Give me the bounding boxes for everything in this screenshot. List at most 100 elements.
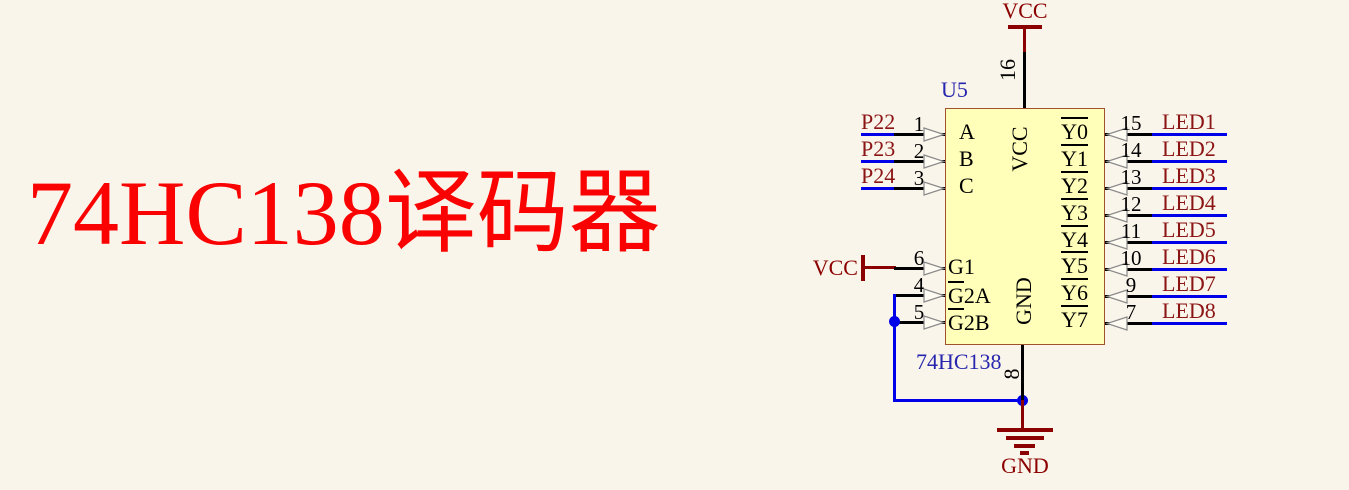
ground-symbol-icon — [1020, 451, 1029, 455]
vcc-left-power-bar-icon — [861, 255, 865, 281]
pin-2-number: 2 — [913, 139, 925, 163]
pin-6-number: 6 — [913, 246, 925, 270]
gnd-wire[interactable] — [1021, 400, 1024, 428]
pin-name-b: B — [959, 146, 974, 171]
pin-1-number: 1 — [913, 112, 925, 136]
pin-arrow-icon — [923, 154, 946, 169]
wire-enable-vertical[interactable] — [893, 294, 896, 402]
pin-name-y4: Y4 — [1061, 225, 1088, 252]
vcc-top-label[interactable]: VCC — [1002, 0, 1048, 23]
pin-4-wire[interactable] — [894, 294, 945, 297]
wire-enable-horizontal[interactable] — [893, 399, 1024, 402]
pin-16-wire[interactable] — [1023, 52, 1026, 108]
pin-12-number: 12 — [1120, 192, 1142, 216]
net-label-led5[interactable]: LED5 — [1162, 217, 1216, 242]
pin-12-wire[interactable] — [1105, 214, 1152, 217]
pin-arrow-icon — [1105, 289, 1128, 304]
pin-15-wire[interactable] — [1105, 133, 1152, 136]
pin-13-wire[interactable] — [1105, 187, 1152, 190]
schematic-title[interactable]: 74HC138译码器 — [27, 162, 661, 264]
pin-2-wire[interactable] — [894, 160, 945, 163]
pin-arrow-icon — [1105, 127, 1128, 142]
pin-9-number: 9 — [1125, 273, 1137, 297]
pin-9-wire[interactable] — [1105, 295, 1152, 298]
ground-symbol-icon — [1014, 444, 1035, 448]
wire-led3[interactable] — [1152, 187, 1227, 190]
wire-p22[interactable] — [861, 133, 896, 136]
vcc-left-label[interactable]: VCC — [812, 255, 858, 280]
pin-6-wire[interactable] — [894, 267, 945, 270]
wire-led7[interactable] — [1152, 295, 1227, 298]
vcc-top-wire[interactable] — [1023, 28, 1026, 53]
net-label-p22[interactable]: P22 — [861, 109, 896, 134]
wire-p24[interactable] — [861, 187, 896, 190]
vcc-left-wire[interactable] — [865, 266, 896, 269]
pin-11-wire[interactable] — [1105, 241, 1152, 244]
pin-10-wire[interactable] — [1105, 268, 1152, 271]
pin-name-vcc: VCC — [1007, 126, 1032, 172]
pin-15-number: 15 — [1120, 111, 1142, 135]
pin-16-number: 16 — [995, 59, 1020, 81]
wire-p23[interactable] — [861, 160, 896, 163]
pin-arrow-icon — [923, 315, 946, 330]
pin-name-y1: Y1 — [1061, 144, 1088, 171]
pin-name-y3: Y3 — [1061, 198, 1088, 225]
pin-name-y7: Y7 — [1061, 305, 1088, 332]
pin-3-number: 3 — [913, 166, 925, 190]
pin-arrow-icon — [1105, 181, 1128, 196]
pin-arrow-icon — [1105, 262, 1128, 277]
vcc-top-power-bar-icon — [1008, 25, 1042, 29]
ground-symbol-icon — [1006, 436, 1044, 440]
wire-led5[interactable] — [1152, 241, 1227, 244]
pin-10-number: 10 — [1120, 246, 1142, 270]
pin-arrow-icon — [1105, 235, 1128, 250]
chip-part-number[interactable]: 74HC138 — [916, 349, 1002, 374]
pin-name-c: C — [959, 173, 974, 198]
pin-name-g1: G1 — [948, 254, 975, 279]
pin-7-wire[interactable] — [1105, 322, 1152, 325]
pin-name-g2a: G2A — [948, 281, 991, 308]
pin-name-g2b: G2B — [948, 308, 990, 335]
pin-arrow-icon — [1105, 154, 1128, 169]
pin-name-y5: Y5 — [1061, 251, 1088, 278]
net-label-led3[interactable]: LED3 — [1162, 163, 1216, 188]
pin-name-a: A — [959, 119, 975, 144]
net-label-p23[interactable]: P23 — [861, 136, 896, 161]
wire-led4[interactable] — [1152, 214, 1227, 217]
pin-arrow-icon — [923, 181, 946, 196]
wire-led1[interactable] — [1152, 133, 1227, 136]
wire-led2[interactable] — [1152, 160, 1227, 163]
net-label-led7[interactable]: LED7 — [1162, 271, 1216, 296]
pin-14-wire[interactable] — [1105, 160, 1152, 163]
pin-arrow-icon — [1105, 316, 1128, 331]
pin-name-y0: Y0 — [1061, 117, 1088, 144]
pin-arrow-icon — [923, 288, 946, 303]
net-label-p24[interactable]: P24 — [861, 163, 896, 188]
pin-4-number: 4 — [913, 273, 925, 297]
pin-arrow-icon — [1105, 208, 1128, 223]
gnd-label[interactable]: GND — [1001, 453, 1049, 478]
pin-14-number: 14 — [1120, 138, 1142, 162]
pin-1-wire[interactable] — [894, 133, 945, 136]
pin-5-wire[interactable] — [894, 321, 945, 324]
pin-5-number: 5 — [913, 300, 925, 324]
pin-arrow-icon — [923, 261, 946, 276]
net-label-led1[interactable]: LED1 — [1162, 109, 1216, 134]
ground-symbol-icon — [997, 428, 1053, 432]
net-label-led8[interactable]: LED8 — [1162, 298, 1216, 323]
net-label-led6[interactable]: LED6 — [1162, 244, 1216, 269]
pin-7-number: 7 — [1125, 300, 1137, 324]
chip-designator[interactable]: U5 — [941, 77, 968, 102]
pin-13-number: 13 — [1120, 165, 1142, 189]
wire-led6[interactable] — [1152, 268, 1227, 271]
pin-arrow-icon — [923, 127, 946, 142]
pin-8-number: 8 — [999, 368, 1024, 380]
pin-name-y6: Y6 — [1061, 278, 1088, 305]
wire-led8[interactable] — [1152, 322, 1227, 325]
pin-3-wire[interactable] — [894, 187, 945, 190]
pin-8-wire[interactable] — [1021, 345, 1024, 400]
net-label-led2[interactable]: LED2 — [1162, 136, 1216, 161]
pin-name-gnd: GND — [1011, 277, 1036, 325]
net-label-led4[interactable]: LED4 — [1162, 190, 1216, 215]
